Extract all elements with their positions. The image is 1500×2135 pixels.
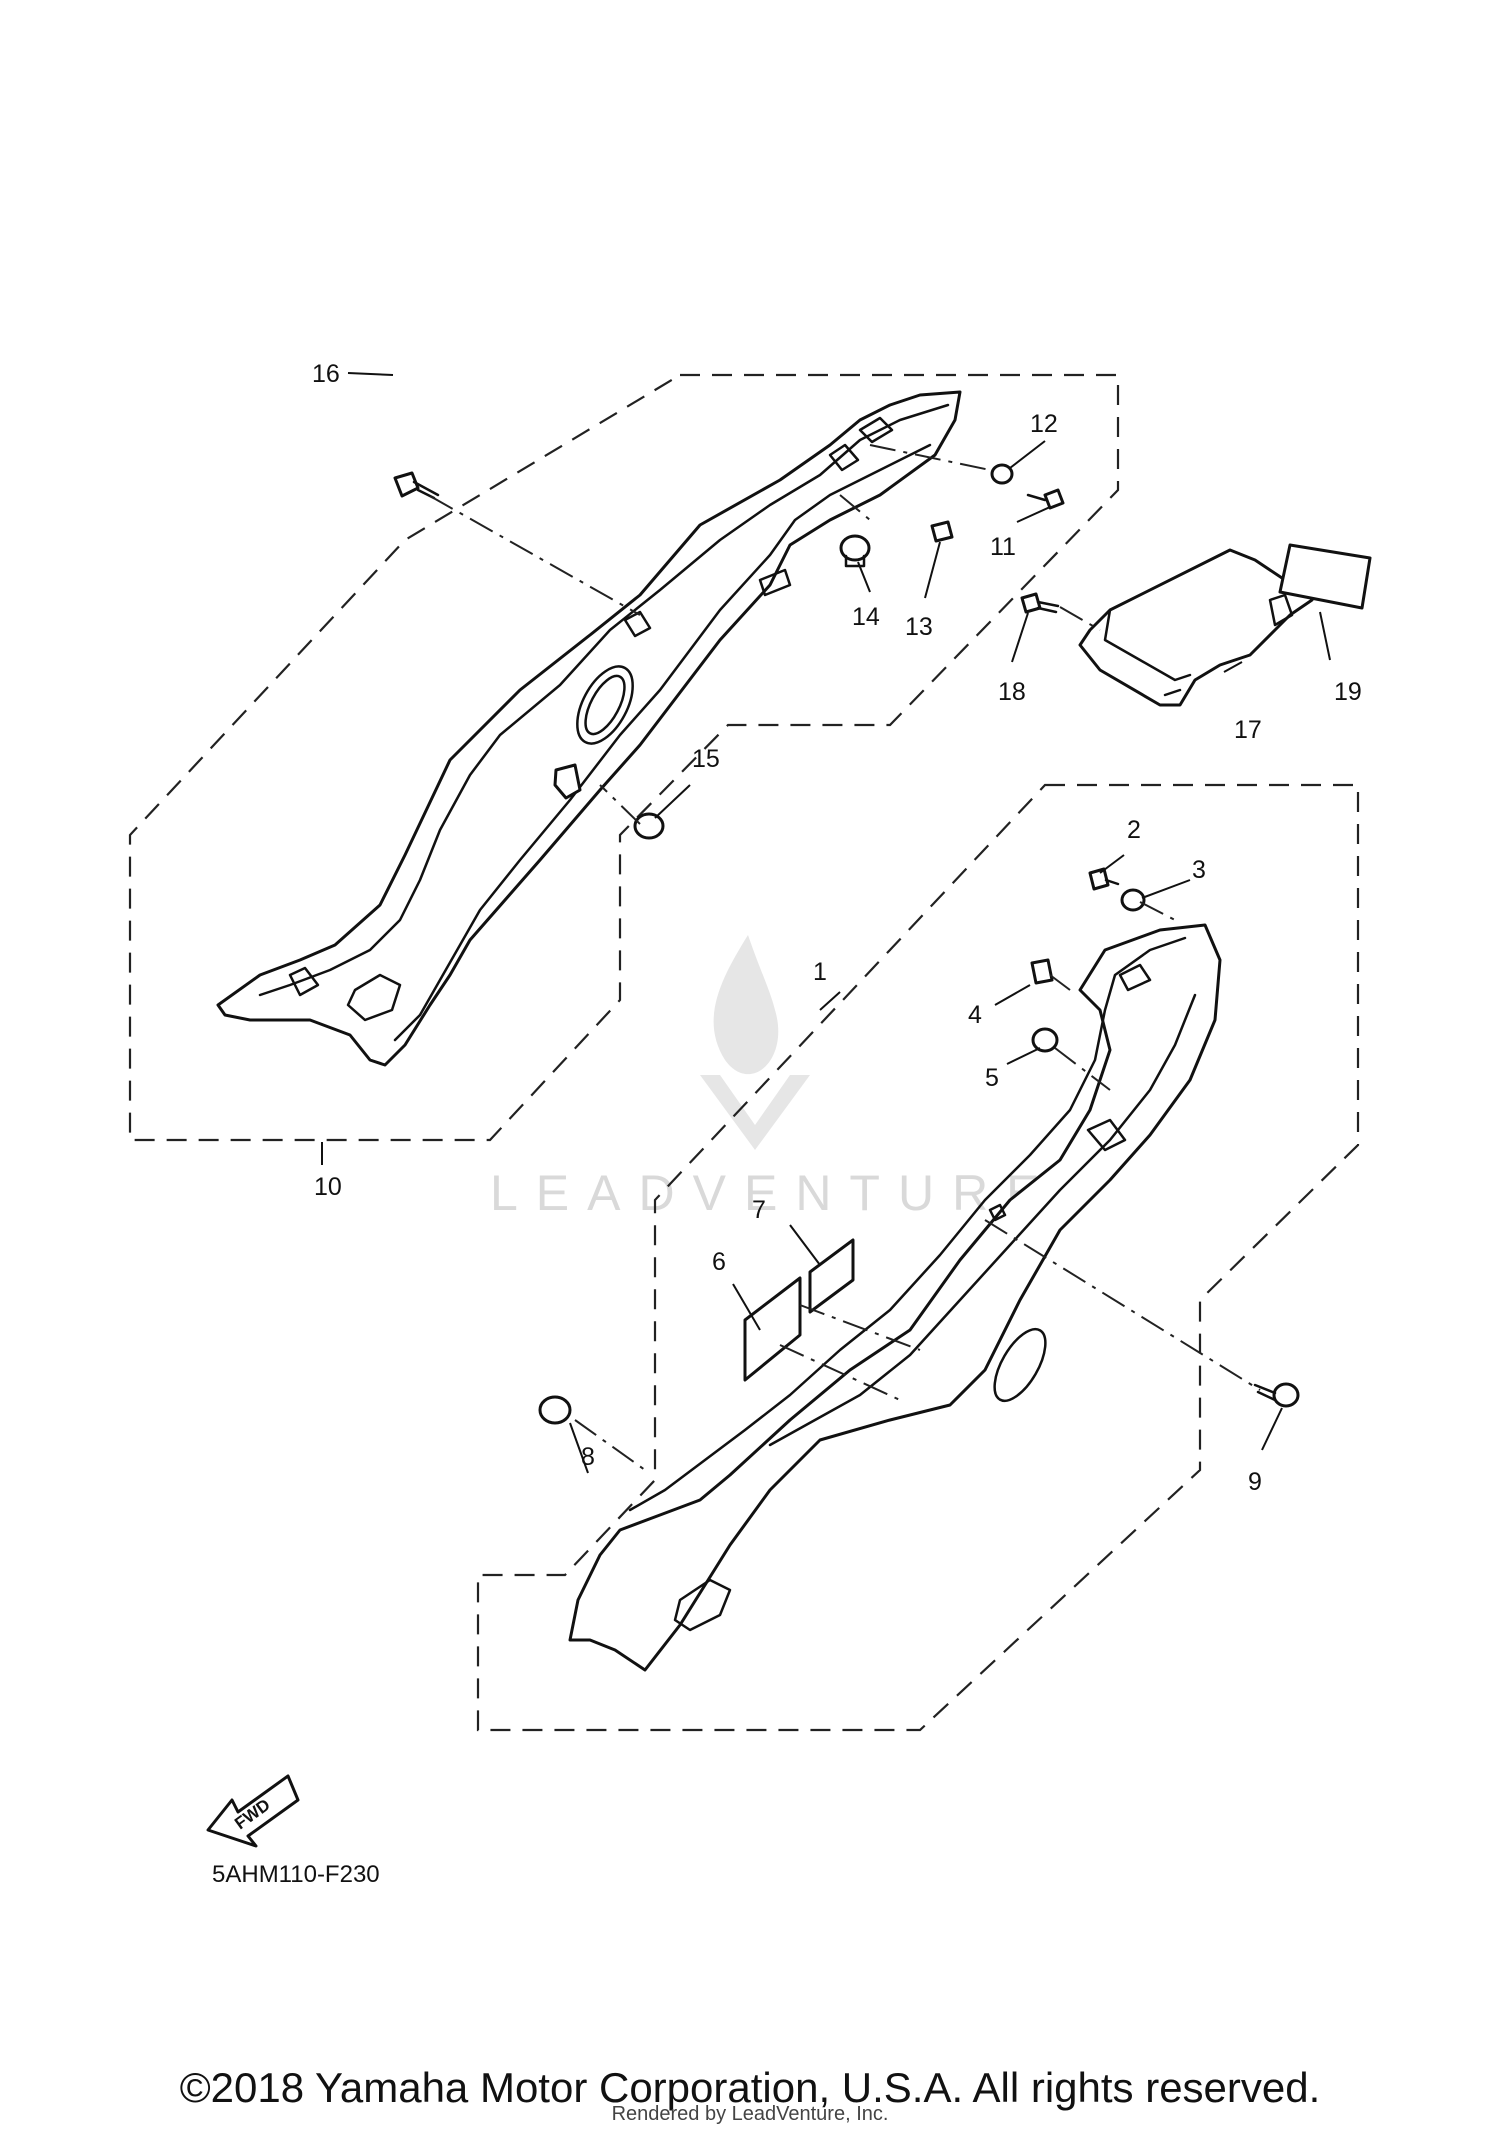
washer-12	[990, 463, 1014, 485]
grommet-5	[1031, 1027, 1059, 1053]
label-7	[808, 1238, 855, 1314]
clip-upper	[553, 763, 582, 800]
label-sticker-19	[1278, 543, 1372, 610]
callout-1: 1	[813, 958, 827, 986]
callout-13: 13	[905, 613, 933, 641]
callout-12: 12	[1030, 410, 1058, 438]
fwd-arrow-icon: FWD	[206, 1774, 300, 1848]
callout-15: 15	[692, 745, 720, 773]
callout-11: 11	[990, 533, 1016, 561]
callout-8: 8	[581, 1443, 595, 1471]
grommet-8	[538, 1395, 572, 1425]
bolt-16	[393, 471, 440, 500]
callout-3: 3	[1192, 856, 1206, 884]
callout-18: 18	[998, 678, 1026, 706]
callout-9: 9	[1248, 1468, 1262, 1496]
rendered-by-text: Rendered by LeadVenture, Inc.	[611, 2103, 889, 2125]
leader-lines	[321, 372, 1331, 1474]
callout-labels: 16 12 11 14 13 15 18 17 19 10 2 3 1 4 5 …	[312, 360, 1362, 1496]
assembly-lines	[429, 444, 1261, 1471]
callout-10: 10	[314, 1173, 342, 1201]
side-cover-upper	[216, 390, 962, 1067]
callout-7: 7	[752, 1196, 766, 1224]
label-6	[743, 1276, 802, 1382]
screw-18	[1020, 592, 1060, 614]
copyright-notice: ©2018 Yamaha Motor Corporation, U.S.A. A…	[179, 2064, 1321, 2111]
grommet-14	[839, 534, 871, 568]
watermark-text: LEADVENTURE	[490, 1165, 1058, 1221]
bolt-2	[1088, 867, 1120, 891]
assembly-1-boundary	[476, 783, 1360, 1732]
callout-17: 17	[1234, 716, 1262, 744]
assembly-10-boundary	[128, 373, 1120, 1142]
callout-19: 19	[1334, 678, 1362, 706]
bolt-9	[1253, 1382, 1300, 1408]
callout-14: 14	[852, 603, 880, 631]
side-cover-lower	[568, 923, 1222, 1672]
callout-4: 4	[968, 1001, 982, 1029]
leadventure-watermark: LEADVENTURE	[490, 935, 1058, 1221]
nut-4	[1030, 958, 1054, 985]
callout-5: 5	[985, 1064, 999, 1092]
rear-cover	[1078, 548, 1314, 707]
callout-2: 2	[1127, 816, 1141, 844]
callout-16: 16	[312, 360, 340, 388]
screw-11	[1026, 488, 1065, 510]
callout-6: 6	[712, 1248, 726, 1276]
washer-3	[1120, 888, 1146, 912]
diagram-code: 5AHM110-F230	[212, 1861, 380, 1888]
grommet-15	[633, 812, 665, 840]
nut-13	[930, 520, 954, 543]
